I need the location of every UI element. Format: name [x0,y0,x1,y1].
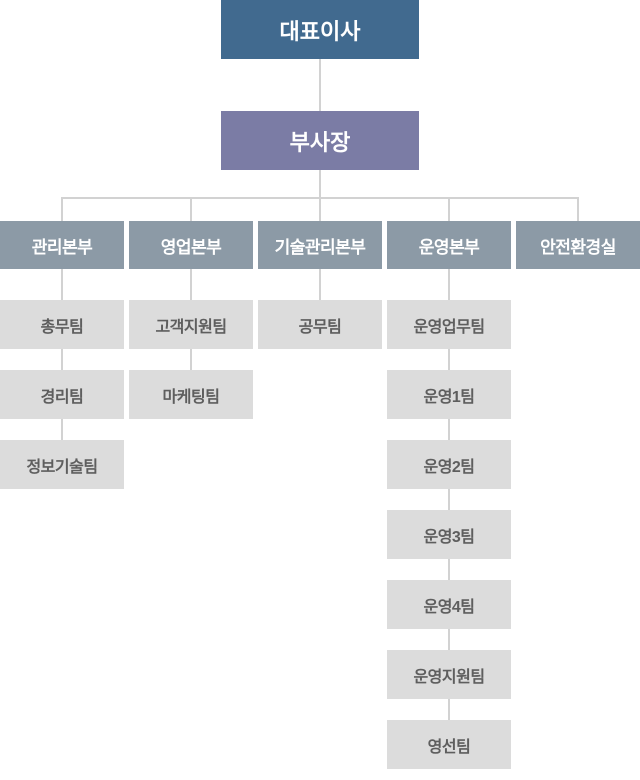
division-label: 관리본부 [31,237,93,257]
team-label: 마케팅팀 [162,388,220,406]
division-box-sales: 영업본부 [129,221,253,269]
division-box-management: 관리본부 [0,221,124,269]
division-box-safety: 안전환경실 [516,221,640,269]
vice-president-label: 부사장 [289,129,351,155]
team-label: 고객지원팀 [155,318,227,336]
team-box: 운영지원팀 [387,650,511,699]
connector-team-chain [448,269,450,739]
team-box: 공무팀 [258,300,382,349]
ceo-label: 대표이사 [279,18,361,44]
connector-division-drop [577,197,579,221]
division-box-operations: 운영본부 [387,221,511,269]
team-box: 마케팅팀 [129,370,253,419]
team-box: 정보기술팀 [0,440,124,489]
team-box: 영선팀 [387,720,511,769]
team-box: 총무팀 [0,300,124,349]
connector-ceo-vp [319,59,321,111]
team-label: 총무팀 [40,318,84,336]
connector-vp-bus [319,170,321,198]
division-label: 영업본부 [160,237,222,257]
team-box: 운영업무팀 [387,300,511,349]
team-box: 운영4팀 [387,580,511,629]
team-label: 운영1팀 [423,388,475,406]
connector-division-drop [61,197,63,221]
team-box: 운영1팀 [387,370,511,419]
team-label: 운영4팀 [423,598,475,616]
division-label: 안전환경실 [540,237,616,257]
team-box: 운영2팀 [387,440,511,489]
team-label: 공무팀 [298,318,342,336]
connector-division-drop [190,197,192,221]
team-label: 운영지원팀 [413,668,485,686]
connector-division-drop [319,197,321,221]
division-box-technical: 기술관리본부 [258,221,382,269]
connector-division-drop [448,197,450,221]
connector-team-chain [61,269,63,459]
team-label: 영선팀 [427,738,471,756]
team-label: 운영2팀 [423,458,475,476]
team-box: 고객지원팀 [129,300,253,349]
ceo-box: 대표이사 [221,0,419,59]
division-label: 운영본부 [418,237,480,257]
team-label: 경리팀 [40,388,84,406]
team-label: 운영업무팀 [413,318,485,336]
vice-president-box: 부사장 [221,111,419,170]
team-label: 운영3팀 [423,528,475,546]
connector-team-chain [319,269,321,319]
team-box: 경리팀 [0,370,124,419]
team-box: 운영3팀 [387,510,511,559]
team-label: 정보기술팀 [26,458,98,476]
division-label: 기술관리본부 [274,237,366,257]
